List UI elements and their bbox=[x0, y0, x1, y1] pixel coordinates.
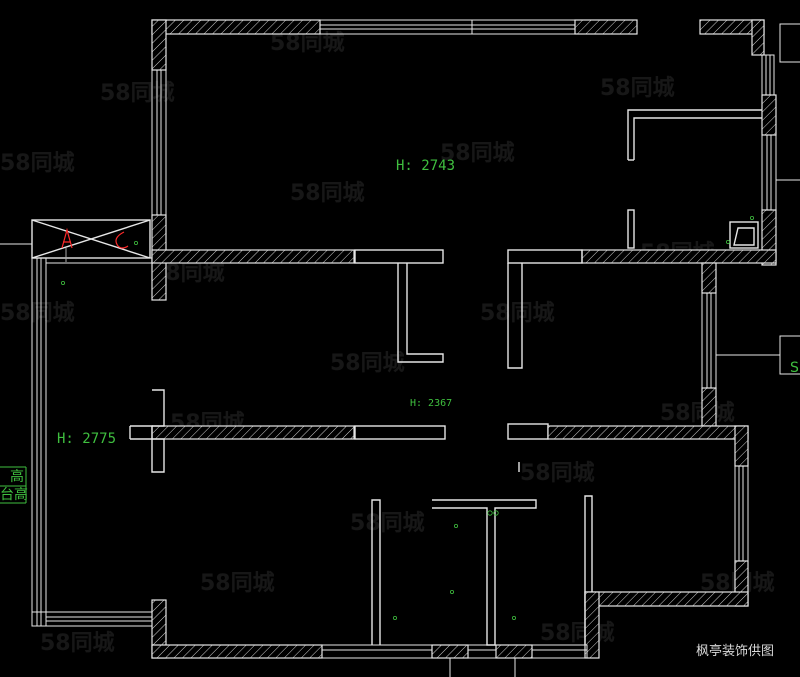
wall-right-lower-a bbox=[701, 262, 717, 294]
window-right-bottom bbox=[734, 465, 749, 562]
wall-lower-right bbox=[547, 425, 749, 440]
watermark: 58同城 bbox=[660, 400, 735, 426]
marker-a-shape bbox=[61, 227, 73, 249]
watermark: 58同城 bbox=[100, 80, 175, 106]
side-label-high: 高 bbox=[10, 468, 24, 485]
watermark: 58同城 bbox=[600, 75, 675, 101]
wall-right-upper bbox=[761, 94, 777, 136]
room-height-label-left: H: 2775 bbox=[57, 431, 116, 447]
wall-right-top bbox=[751, 19, 765, 56]
wall-lower-left bbox=[151, 425, 355, 440]
room-height-label-upper: H: 2743 bbox=[396, 158, 455, 174]
window-right-top bbox=[761, 54, 775, 96]
watermarks: 58同城 58同城 58同城 58同城 58同城 58同城 58同城 58同城 … bbox=[0, 30, 775, 656]
wall-right-lower-b bbox=[701, 387, 717, 427]
window-balcony-bottom bbox=[31, 611, 153, 627]
wall-mid-right bbox=[581, 249, 777, 264]
marker-c-shape bbox=[115, 231, 129, 249]
watermark: 58同城 bbox=[200, 570, 275, 596]
wall-top-left bbox=[151, 19, 321, 35]
watermark: 58同城 bbox=[540, 620, 615, 646]
window-right-mid bbox=[761, 134, 777, 211]
watermark: 58同城 bbox=[0, 150, 75, 176]
wall-bottom-left bbox=[151, 644, 323, 659]
watermark: 58同城 bbox=[520, 460, 595, 486]
wall-top-mid bbox=[574, 19, 638, 35]
right-edge-label: S bbox=[790, 360, 799, 376]
wall-mid-left bbox=[151, 249, 355, 264]
walls bbox=[0, 19, 800, 677]
watermark: 58同城 bbox=[440, 140, 515, 166]
watermark: 58同城 bbox=[330, 350, 405, 376]
wall-right-bottom-a bbox=[734, 425, 749, 467]
wall-bottom-right-step bbox=[584, 591, 749, 607]
room-height-label-center: H: 2367 bbox=[410, 398, 452, 409]
side-label-counter-high: 台高 bbox=[0, 486, 28, 503]
image-caption: 枫亭装饰供图 bbox=[696, 643, 774, 659]
watermark: 58同城 bbox=[350, 510, 425, 536]
watermark: 58同城 bbox=[290, 180, 365, 206]
window-top bbox=[319, 19, 576, 35]
watermark: 58同城 bbox=[40, 630, 115, 656]
markers bbox=[61, 215, 755, 621]
sink-fixture bbox=[729, 221, 759, 249]
watermark: 58同城 bbox=[480, 300, 555, 326]
window-right-lower bbox=[701, 292, 717, 389]
wall-left-upper bbox=[151, 19, 167, 71]
